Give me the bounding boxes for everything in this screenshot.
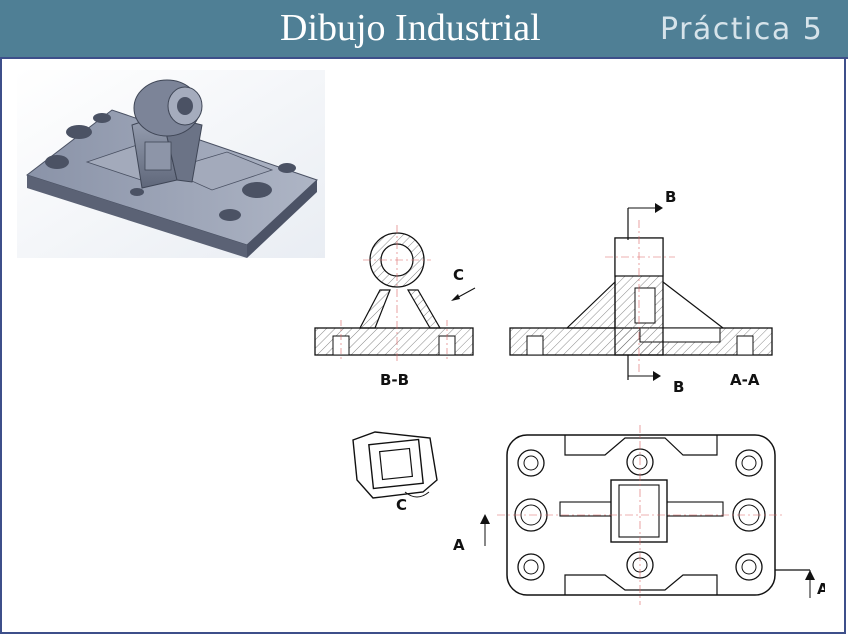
detail-c-view [352,431,438,499]
cut-arrowhead-b-top [655,203,663,213]
section-label-bb: B-B [380,371,409,389]
section-bb-view [314,225,474,362]
header-bar: Dibujo Industrial Práctica 5 [0,0,848,57]
cut-marker-b-top: B [665,188,676,206]
section-label-aa: A-A [730,371,760,389]
view-arrow-c-head [451,294,460,301]
header-divider [0,57,848,59]
slide-frame [0,59,846,634]
section-aa-view [509,220,773,372]
cut-arrowhead-b-bottom [653,371,661,381]
practice-label: Práctica 5 [660,12,824,47]
detail-label-c: C [396,496,407,514]
cut-marker-a-right: A [817,580,825,598]
cut-marker-b-bottom: B [673,378,684,396]
cut-arrowhead-a-right [805,570,815,580]
technical-drawing: B-B C B B A-A C [314,188,825,605]
view-arrow-c-label: C [453,266,464,284]
plan-view [497,425,785,605]
cut-marker-a-left: A [453,536,465,554]
part-3d-render [17,70,325,258]
page-title: Dibujo Industrial [280,7,541,49]
cut-arrowhead-a-left [480,514,490,524]
